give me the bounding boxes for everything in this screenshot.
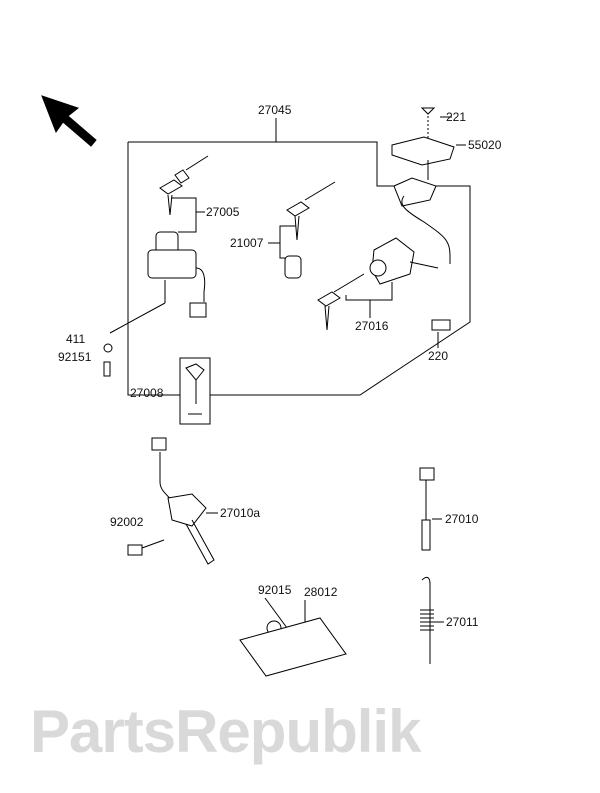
ignition-switch: [147, 231, 207, 318]
watermark: PartsRepublik: [30, 698, 421, 765]
part-label-27010: 27010: [445, 512, 479, 526]
part-label-21007: 21007: [230, 236, 264, 250]
part-label-27011: 27011: [446, 615, 479, 629]
part-label-221: 221: [446, 110, 467, 124]
part-label-220: 220: [428, 349, 449, 363]
part-label-92151: 92151: [58, 350, 92, 364]
ignition-keys: [159, 155, 209, 216]
part-label-27005: 27005: [206, 205, 240, 219]
lock-cylinder: [284, 255, 302, 279]
part-label-27010a: 27010a: [220, 506, 261, 520]
cover-plate: [391, 136, 455, 166]
side-stand-switch: [151, 437, 215, 565]
part-label-411: 411: [66, 332, 86, 346]
part-label-28012: 28012: [304, 585, 338, 599]
part-label-92002: 92002: [110, 515, 144, 529]
part-label-55020: 55020: [468, 138, 502, 152]
part-label-27045: 27045: [258, 103, 292, 117]
seat-lock: [369, 237, 439, 285]
part-label-27016: 27016: [355, 319, 389, 333]
part-label-92015: 92015: [258, 583, 292, 597]
part-label-27008: 27008: [130, 386, 164, 400]
emblem-plate: [239, 617, 347, 677]
front-direction-arrow-icon: [41, 95, 97, 147]
key-tag: [179, 357, 211, 425]
